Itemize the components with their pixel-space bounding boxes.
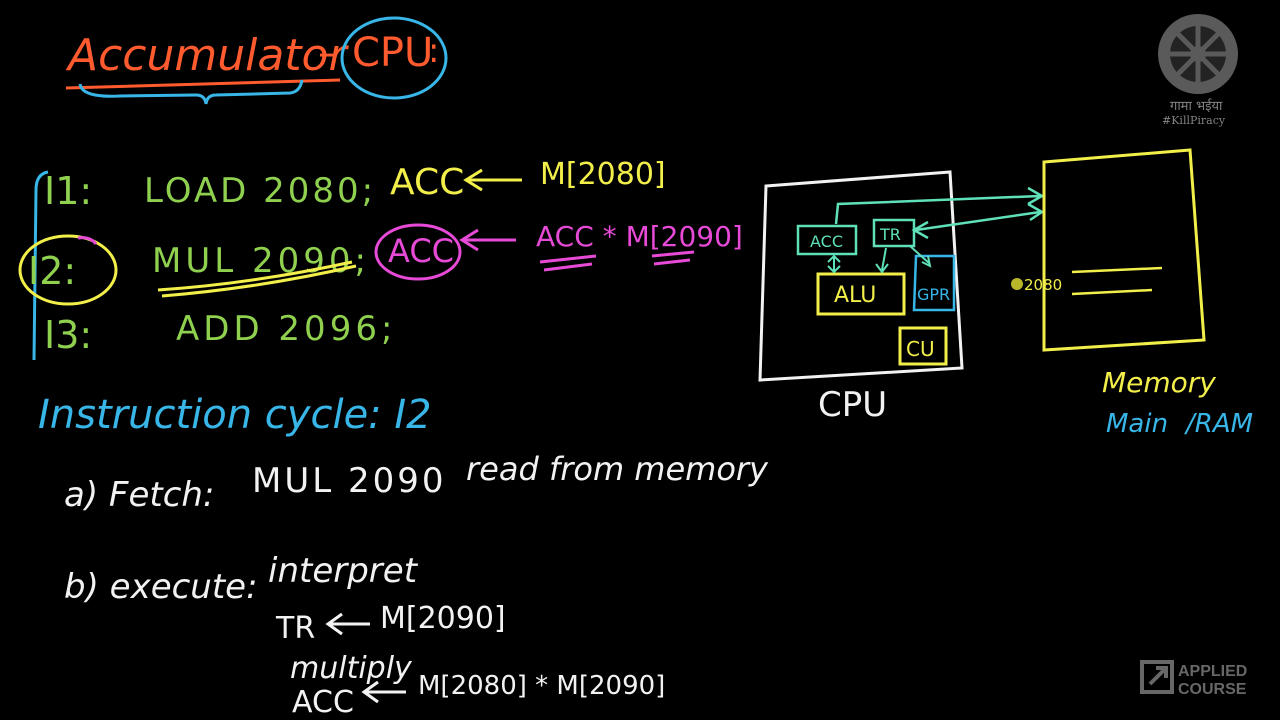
memory-cell-line-1 xyxy=(1071,266,1163,274)
cu-label: CU xyxy=(906,337,935,361)
instruction-1: I1: LOAD 2080; ACC M[2080] xyxy=(44,157,666,213)
tr-alu-arrow xyxy=(875,247,889,274)
watermark-tag: #KillPiracy xyxy=(1162,114,1226,127)
execute-label: b) execute: xyxy=(64,567,258,607)
fetch-label: a) Fetch: xyxy=(64,475,214,515)
ram-label: /RAM xyxy=(1184,409,1253,439)
i2-rhs: ACC * M[2090] xyxy=(536,220,743,253)
applied-course-logo: APPLIED COURSE xyxy=(1140,660,1247,698)
i2-arrow xyxy=(459,228,516,252)
i2-m-underline xyxy=(651,250,695,266)
watermark-devanagari: गामा भईया xyxy=(1170,98,1223,114)
instruction-3: I3: ADD 2096; xyxy=(44,309,396,357)
i2-acc-circle xyxy=(374,223,462,281)
watermark: गामा भईया #KillPiracy xyxy=(1158,14,1238,127)
cpu-circle xyxy=(340,16,448,100)
i3-code: ADD 2096; xyxy=(176,309,396,349)
memory-label: Memory xyxy=(1102,366,1216,399)
cpu-label: CPU xyxy=(818,385,887,425)
i2-acc: ACC xyxy=(388,232,454,270)
instruction-2: I2: MUL 2090; ACC ACC * M[2090] xyxy=(18,220,743,306)
i3-label: I3: xyxy=(44,313,92,357)
title-underline xyxy=(65,78,341,90)
memory-pointer-dot xyxy=(1011,278,1023,290)
acc-line-arrow xyxy=(361,680,406,704)
tr-line-arrow xyxy=(325,612,370,636)
i2-circle xyxy=(18,234,118,306)
cpu-box xyxy=(758,170,964,382)
brand-line-2: COURSE xyxy=(1178,681,1247,698)
memory-address: 2080 xyxy=(1024,276,1062,294)
fetch-code: MUL 2090 xyxy=(252,461,447,501)
i1-rhs: M[2080] xyxy=(540,157,666,192)
interpret-text: interpret xyxy=(268,551,419,591)
title-accumulator: Accumulator xyxy=(65,30,349,81)
cycle-heading: Instruction cycle: I2 xyxy=(38,392,432,438)
i1-code: LOAD 2080; xyxy=(144,171,376,211)
alu-label: ALU xyxy=(834,283,876,308)
i1-label: I1: xyxy=(44,169,92,213)
gpr-unit xyxy=(912,254,956,312)
acc-line-rhs: M[2080] * M[2090] xyxy=(418,671,665,701)
tr-register-label: TR xyxy=(879,225,901,244)
i2-acc-underline xyxy=(539,254,597,272)
fetch-note: read from memory xyxy=(466,450,769,488)
tr-gpr-arrow xyxy=(909,245,932,268)
title: Accumulator – CPU : xyxy=(65,16,448,105)
multiply-text: multiply xyxy=(290,651,413,686)
tr-memory-bus xyxy=(911,202,1045,240)
i2-underline xyxy=(157,260,357,298)
program-bracket xyxy=(32,170,49,361)
title-brace xyxy=(78,79,304,105)
i2-pink-mark xyxy=(77,236,98,245)
acc-line-lhs: ACC xyxy=(292,685,354,720)
memory-box xyxy=(1042,148,1206,352)
acc-register-label: ACC xyxy=(810,232,843,251)
acc-register xyxy=(796,224,858,256)
i1-acc: ACC xyxy=(390,162,464,203)
acc-memory-bus xyxy=(834,186,1045,225)
cu-unit xyxy=(898,326,948,366)
alu-unit xyxy=(816,272,906,316)
title-colon: : xyxy=(428,31,439,71)
title-cpu: CPU xyxy=(352,30,433,76)
i2-code: MUL 2090; xyxy=(152,241,370,281)
gpr-label: GPR xyxy=(917,285,950,304)
i1-arrow xyxy=(463,168,522,192)
tr-register xyxy=(872,218,916,248)
cpu-diagram: CPU ACC TR ALU GPR CU 2080 Memory Main /… xyxy=(758,148,1253,439)
acc-alu-arrow xyxy=(827,254,841,274)
tr-line-rhs: M[2090] xyxy=(380,601,506,636)
brand-line-1: APPLIED xyxy=(1178,663,1247,680)
brand-icon xyxy=(1140,660,1174,694)
instruction-cycle: Instruction cycle: I2 a) Fetch: MUL 2090… xyxy=(38,392,769,720)
title-dash: – xyxy=(318,30,338,76)
tr-line-lhs: TR xyxy=(275,611,315,646)
main-label: Main xyxy=(1106,409,1168,439)
memory-cell-line-2 xyxy=(1071,288,1153,296)
i2-label: I2: xyxy=(28,249,76,293)
